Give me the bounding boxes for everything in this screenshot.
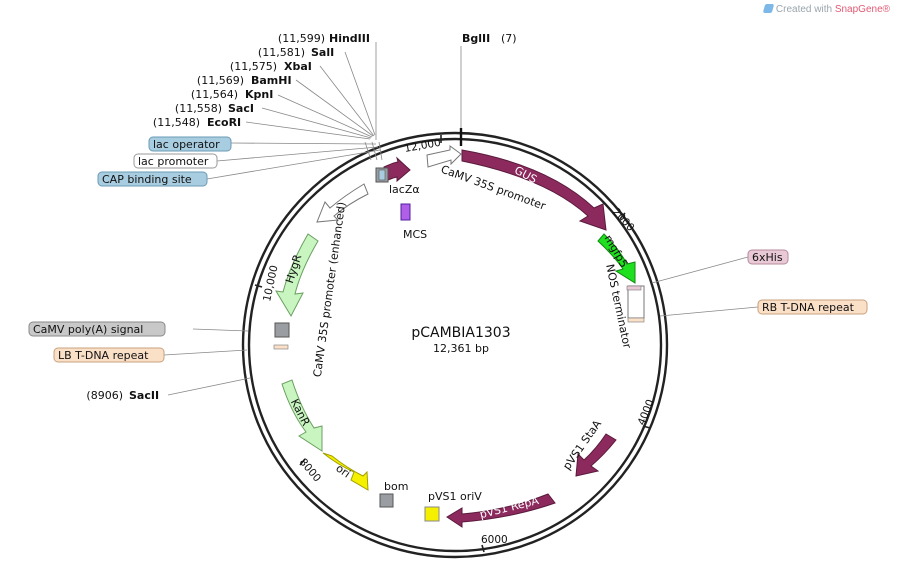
- watermark: Created with SnapGene®: [762, 4, 890, 15]
- label-bom: bom: [384, 480, 408, 493]
- site-saci-pos: (11,558): [175, 102, 222, 115]
- leader-lines: [163, 42, 759, 396]
- label-box-cap-binding-site[interactable]: [97, 171, 208, 187]
- site-xbai-name[interactable]: XbaI: [284, 60, 312, 73]
- restriction-sites: BglII (7) (11,599) HindIII (11,581) SalI…: [86, 32, 516, 402]
- site-kpni-name[interactable]: KpnI: [245, 88, 273, 101]
- feature-camv-35s-promoter[interactable]: [426, 145, 462, 168]
- boxed-labels: lac operator lac promoter CAP binding si…: [28, 136, 868, 363]
- site-xbai-pos: (11,575): [230, 60, 277, 73]
- label-ori: ori: [333, 462, 352, 481]
- site-saci-name[interactable]: SacI: [228, 102, 254, 115]
- feature-bom[interactable]: [379, 493, 394, 508]
- tick-12000-label: 12,000: [403, 137, 441, 155]
- tick-8000-mark: [299, 458, 306, 466]
- site-hindiii-pos: (11,599): [278, 32, 325, 45]
- label-box-6xhis[interactable]: [747, 249, 789, 265]
- watermark-brand: SnapGene®: [834, 4, 890, 15]
- watermark-text: Created with: [775, 4, 835, 15]
- feature-pvs1-repa[interactable]: [446, 493, 556, 528]
- label-box-lac-operator[interactable]: [148, 136, 232, 152]
- site-bamhi-pos: (11,569): [197, 74, 244, 87]
- site-kpni-pos: (11,564): [191, 88, 238, 101]
- label-lb-tdna-repeat: LB T-DNA repeat: [58, 349, 149, 362]
- site-sali-pos: (11,581): [258, 46, 305, 59]
- tick-2000-mark: [619, 212, 626, 220]
- feature-rb-marker: [627, 317, 645, 323]
- site-hindiii-name[interactable]: HindIII: [329, 32, 370, 45]
- label-lac-operator: lac operator: [153, 138, 220, 151]
- site-ecori-name[interactable]: EcoRI: [207, 116, 241, 129]
- feature-pvs1-oriv[interactable]: [424, 506, 440, 522]
- feature-mgfp5[interactable]: [597, 233, 636, 284]
- feature-hygr[interactable]: [275, 233, 319, 318]
- site-bglii-name[interactable]: BglII: [462, 32, 490, 45]
- tick-4000-label: 4000: [636, 398, 657, 427]
- backbone-inner: [247, 137, 663, 553]
- tick-10000-mark: [254, 284, 263, 288]
- plasmid-name: pCAMBIA1303: [411, 325, 510, 341]
- feature-mcs[interactable]: [400, 203, 411, 221]
- site-sali-name[interactable]: SalI: [311, 46, 334, 59]
- tick-6000-label: 6000: [481, 534, 508, 546]
- feature-nos-terminator[interactable]: [627, 285, 645, 319]
- label-box-camv-polya-signal[interactable]: [28, 321, 166, 337]
- label-pvs1-oriv: pVS1 oriV: [428, 490, 482, 503]
- feature-camv-35s-promoter-enhanced[interactable]: [316, 183, 369, 223]
- label-pvs1-repa: pVS1 RepA: [478, 494, 540, 521]
- label-camv-35s-promoter-enhanced: CaMV 35S promoter (enhanced): [311, 201, 348, 378]
- label-box-lb-tdna-repeat[interactable]: [53, 347, 165, 363]
- site-bamhi-name[interactable]: BamHI: [251, 74, 292, 87]
- feature-camv-polya[interactable]: [274, 322, 290, 338]
- backbone-outer: [241, 131, 669, 559]
- label-rb-tdna-repeat: RB T-DNA repeat: [762, 301, 855, 314]
- snapgene-logo-icon: [762, 4, 775, 13]
- feature-pvs1-staa[interactable]: [575, 433, 617, 477]
- label-box-rb-tdna-repeat[interactable]: [757, 299, 868, 315]
- label-camv-polya-signal: CaMV poly(A) signal: [33, 323, 143, 336]
- label-mcs: MCS: [403, 228, 427, 241]
- feature-gus[interactable]: [461, 149, 607, 231]
- feature-lacz[interactable]: [383, 156, 411, 183]
- feature-6xhis-marker: [626, 285, 642, 291]
- site-sacii-name[interactable]: SacII: [129, 389, 159, 402]
- site-sacii-pos: (8906): [86, 389, 123, 402]
- site-ecori-pos: (11,548): [153, 116, 200, 129]
- label-lacz-alpha: lacZα: [389, 183, 420, 196]
- feature-ori[interactable]: [322, 452, 369, 491]
- site-bglii-pos: (7): [501, 32, 517, 45]
- label-box-lac-promoter[interactable]: [133, 153, 218, 169]
- label-kanr: KanR: [288, 397, 313, 429]
- feature-lb-marker: [273, 344, 289, 350]
- tick-6000-mark: [481, 544, 485, 553]
- tick-4000-mark: [642, 425, 651, 429]
- feature-lac-operator-marker: [378, 169, 386, 181]
- label-lac-promoter: lac promoter: [138, 155, 209, 168]
- label-cap-binding-site: CAP binding site: [102, 173, 192, 186]
- label-6xhis: 6xHis: [752, 251, 783, 264]
- feature-kanr[interactable]: [281, 379, 323, 452]
- plasmid-size: 12,361 bp: [433, 342, 489, 355]
